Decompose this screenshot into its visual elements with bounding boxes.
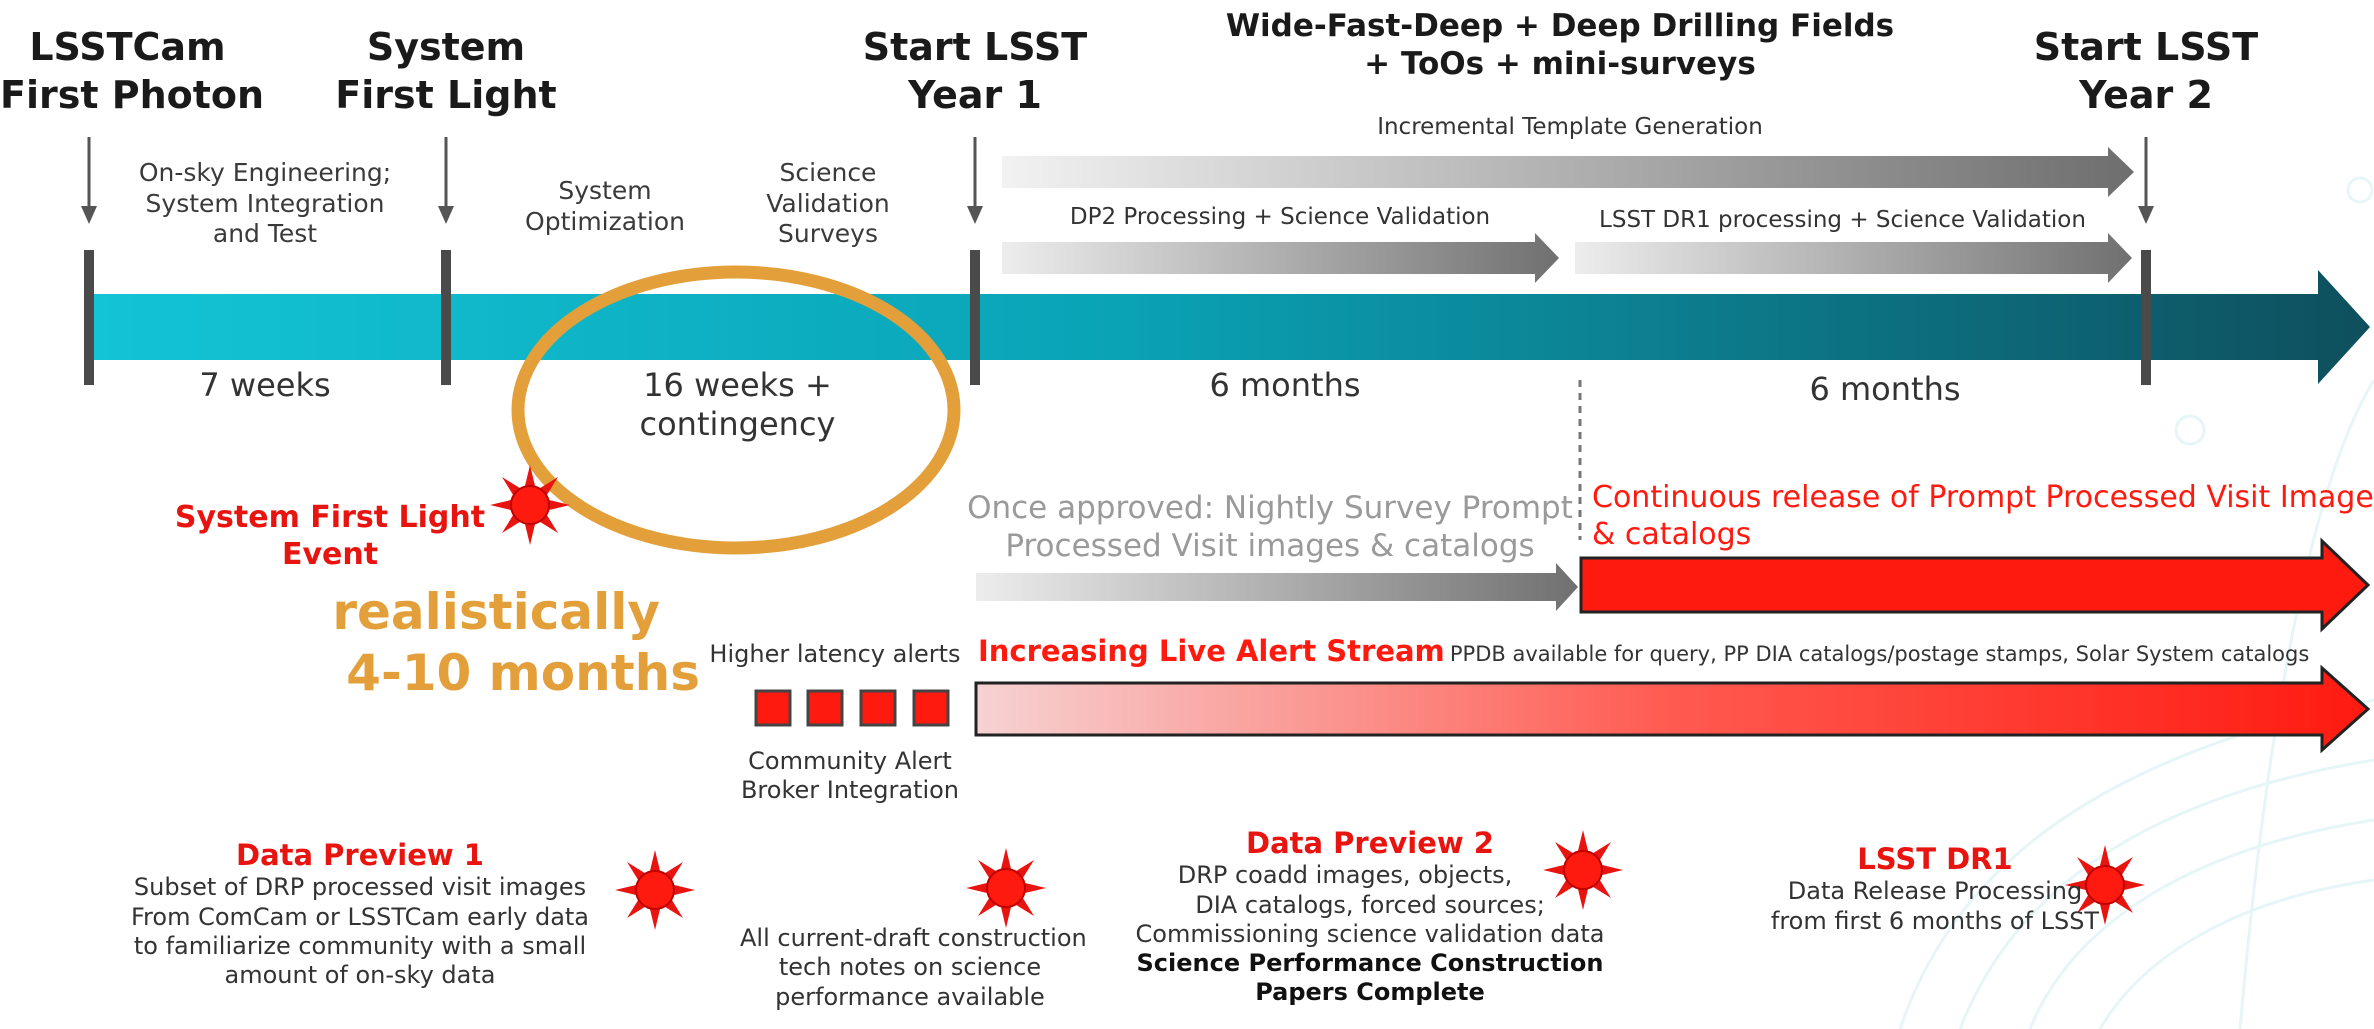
- alert-broker-label: Community Alert Broker Integration: [740, 747, 960, 805]
- tick-first-light: [441, 250, 451, 385]
- duration-label: 6 months: [1809, 370, 1961, 408]
- duration-label: 16 weeks + contingency: [639, 366, 836, 444]
- phase-engineering: On-sky Engineering; System Integration a…: [138, 158, 392, 248]
- alert-box: [912, 689, 950, 727]
- realistic-duration-note: realistically 4-10 months: [332, 583, 700, 702]
- tick-year2: [2141, 250, 2151, 385]
- milestone-arrow-year2: [2138, 137, 2154, 224]
- tick-first-photon: [84, 250, 94, 385]
- prompt-processing-pending-label: Once approved: Nightly Survey Prompt Pro…: [967, 490, 1573, 564]
- main-timeline-arrow: [88, 270, 2370, 384]
- contingency-highlight-ellipse: [511, 265, 961, 555]
- milestone-first-light: System First Light: [335, 25, 557, 117]
- live-alert-stream-title: Increasing Live Alert Stream: [978, 634, 1445, 668]
- prompt-processing-pending-arrow: [976, 563, 1578, 611]
- dp2-processing-arrow: [1002, 233, 1559, 283]
- dr1-title: LSST DR1: [1857, 842, 2013, 876]
- starburst-icon: [965, 847, 1047, 929]
- higher-latency-alerts-label: Higher latency alerts: [709, 640, 961, 668]
- deliverable-dr1: LSST DR1 Data Release Processing from fi…: [1760, 842, 2110, 936]
- dr1-processing-arrow: [1575, 233, 2132, 283]
- milestone-arrow-year1: [967, 137, 983, 224]
- milestone-year1: Start LSST Year 1: [862, 25, 1088, 117]
- live-alert-stream-detail: PPDB available for query, PP DIA catalog…: [1449, 642, 2310, 666]
- milestone-year2: Start LSST Year 2: [2033, 25, 2259, 117]
- milestone-arrow-first-light: [438, 137, 454, 224]
- starburst-icon: [489, 464, 571, 546]
- alert-box: [754, 689, 792, 727]
- dp2-processing-label: DP2 Processing + Science Validation: [1069, 204, 1491, 230]
- deliverable-technotes: All current-draft construction tech note…: [740, 924, 1087, 1011]
- deliverable-dp2: Data Preview 2 DRP coadd images, objects…: [1120, 826, 1620, 1008]
- first-light-event-label: System First Light Event: [174, 500, 486, 572]
- alert-box: [859, 689, 897, 727]
- survey-title: Wide-Fast-Deep + Deep Drilling Fields + …: [1225, 8, 1895, 82]
- milestone-arrow-first-photon: [81, 137, 97, 224]
- live-alert-stream-label: Increasing Live Alert Stream PPDB availa…: [978, 634, 2374, 669]
- phase-validation: Science Validation Surveys: [766, 158, 890, 248]
- starburst-icon: [614, 849, 696, 931]
- template-generation-arrow: [1002, 147, 2134, 197]
- duration-label: 6 months: [1209, 366, 1361, 404]
- deliverable-dp1: Data Preview 1 Subset of DRP processed v…: [130, 838, 590, 990]
- duration-label: 7 weeks: [199, 366, 331, 404]
- prompt-processing-release-arrow: [1579, 537, 2371, 633]
- alert-box: [806, 689, 844, 727]
- prompt-processing-release-label: Continuous release of Prompt Processed V…: [1592, 480, 2374, 552]
- template-generation-label: Incremental Template Generation: [1377, 114, 1763, 140]
- tick-year1: [970, 250, 980, 385]
- dp1-title: Data Preview 1: [236, 838, 484, 872]
- phase-optimization: System Optimization: [525, 176, 685, 236]
- live-alert-stream-arrow: [974, 664, 2371, 754]
- milestone-first-photon: LSSTCam First Photon: [0, 25, 265, 117]
- dp2-title: Data Preview 2: [1246, 826, 1494, 860]
- dr1-processing-label: LSST DR1 processing + Science Validation: [1599, 207, 2086, 233]
